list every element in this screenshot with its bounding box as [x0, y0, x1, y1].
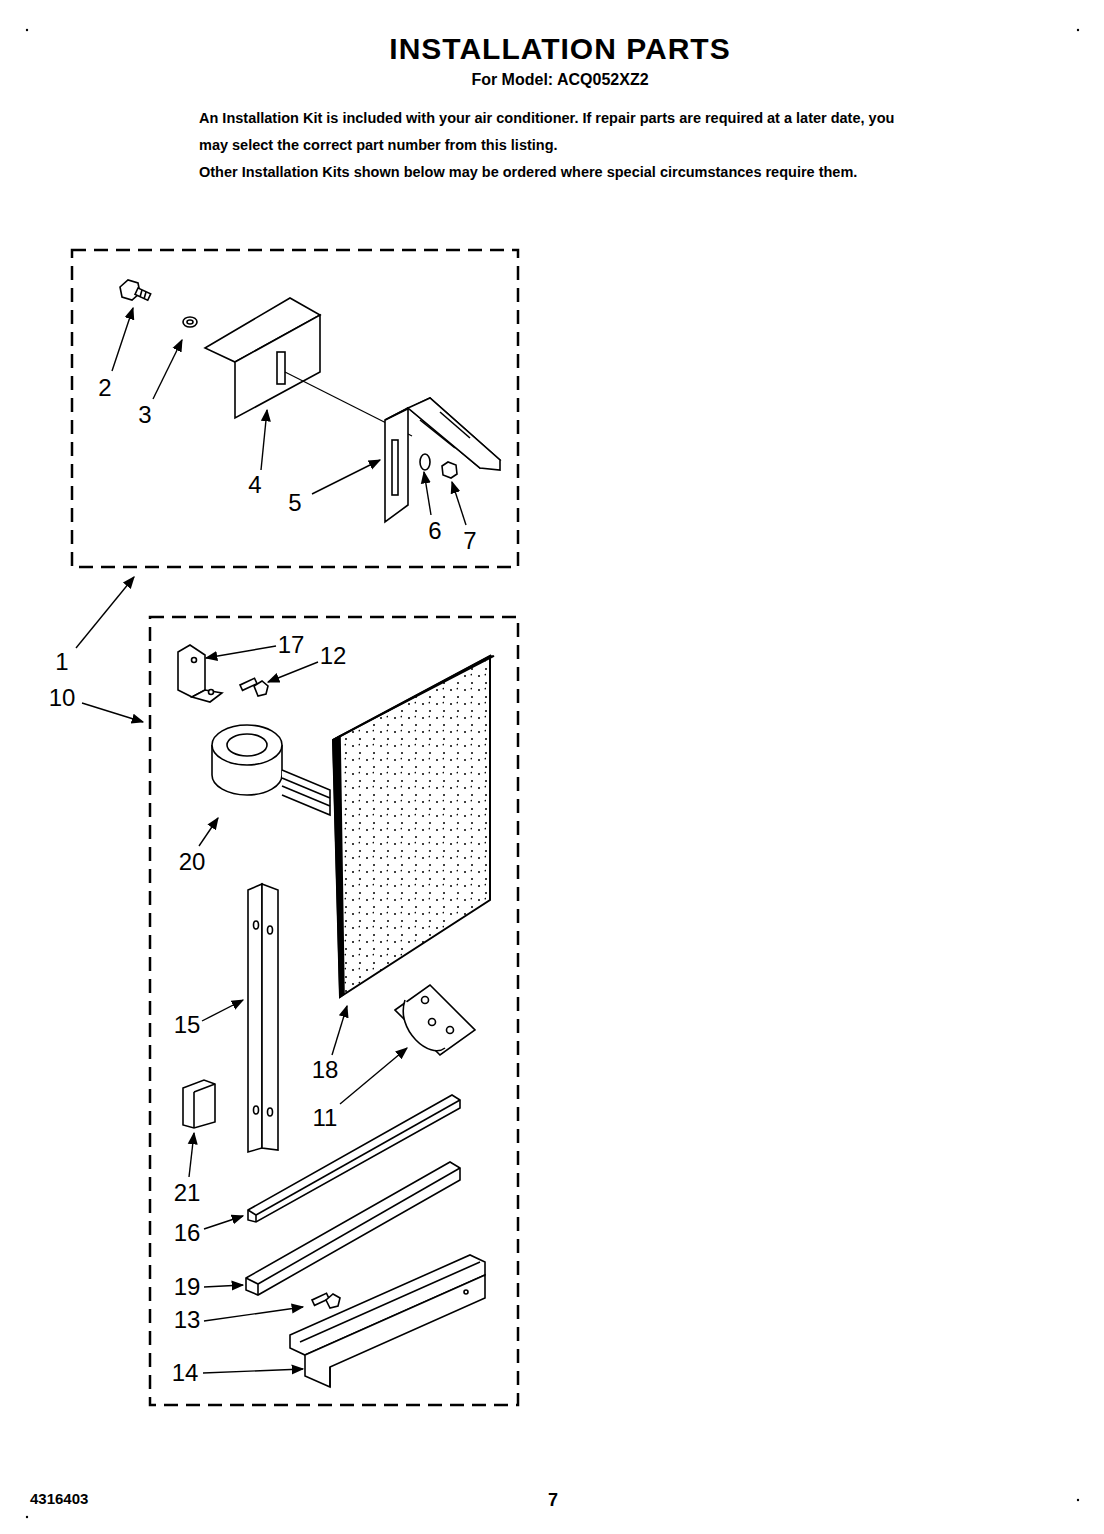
kit-outline	[150, 617, 518, 1405]
document-number: 4316403	[30, 1491, 88, 1508]
washer	[420, 454, 430, 470]
screw	[312, 1293, 340, 1308]
washer	[187, 320, 193, 324]
angle-strip	[248, 884, 278, 1152]
callout-number: 18	[312, 1057, 339, 1083]
page-title: INSTALLATION PARTS	[389, 32, 730, 65]
support-bracket	[385, 398, 500, 522]
nut	[442, 462, 457, 478]
callout-number: 14	[172, 1360, 199, 1386]
page-number: 7	[548, 1491, 558, 1511]
callout-number: 3	[138, 402, 151, 428]
callout-number: 13	[174, 1307, 201, 1333]
note-text: Other Installation Kits shown below may …	[199, 159, 924, 186]
screw	[120, 280, 151, 300]
callout-number: 12	[320, 643, 347, 669]
callout-number: 7	[463, 528, 476, 554]
callout-number: 17	[278, 632, 305, 658]
callout-number: 15	[174, 1012, 201, 1038]
foam-block	[183, 1080, 215, 1128]
callout-number: 20	[179, 849, 206, 875]
model-number: For Model: ACQ052XZ2	[471, 71, 648, 89]
foam-panel	[333, 656, 494, 997]
foam-strip	[248, 1095, 460, 1222]
callout-number: 4	[248, 472, 261, 498]
tape-roll	[212, 725, 330, 815]
registration-marks	[26, 29, 1079, 1518]
callout-number: 1	[55, 649, 68, 675]
note-text: An Installation Kit is included with you…	[199, 105, 924, 159]
screw	[240, 678, 268, 696]
angle-bracket	[178, 645, 222, 702]
callout-number: 16	[174, 1220, 201, 1246]
callout-number: 11	[313, 1105, 338, 1131]
callout-number: 19	[174, 1274, 201, 1300]
sill-channel	[290, 1255, 485, 1387]
callout-number: 10	[49, 685, 76, 711]
bracket-cover	[205, 298, 320, 418]
washer	[183, 317, 197, 327]
callout-number: 21	[174, 1180, 201, 1206]
kit-outline	[72, 250, 518, 567]
callout-number: 2	[98, 375, 111, 401]
sash-lock	[395, 985, 475, 1055]
callout-number: 5	[288, 490, 301, 516]
callout-number: 6	[428, 518, 441, 544]
